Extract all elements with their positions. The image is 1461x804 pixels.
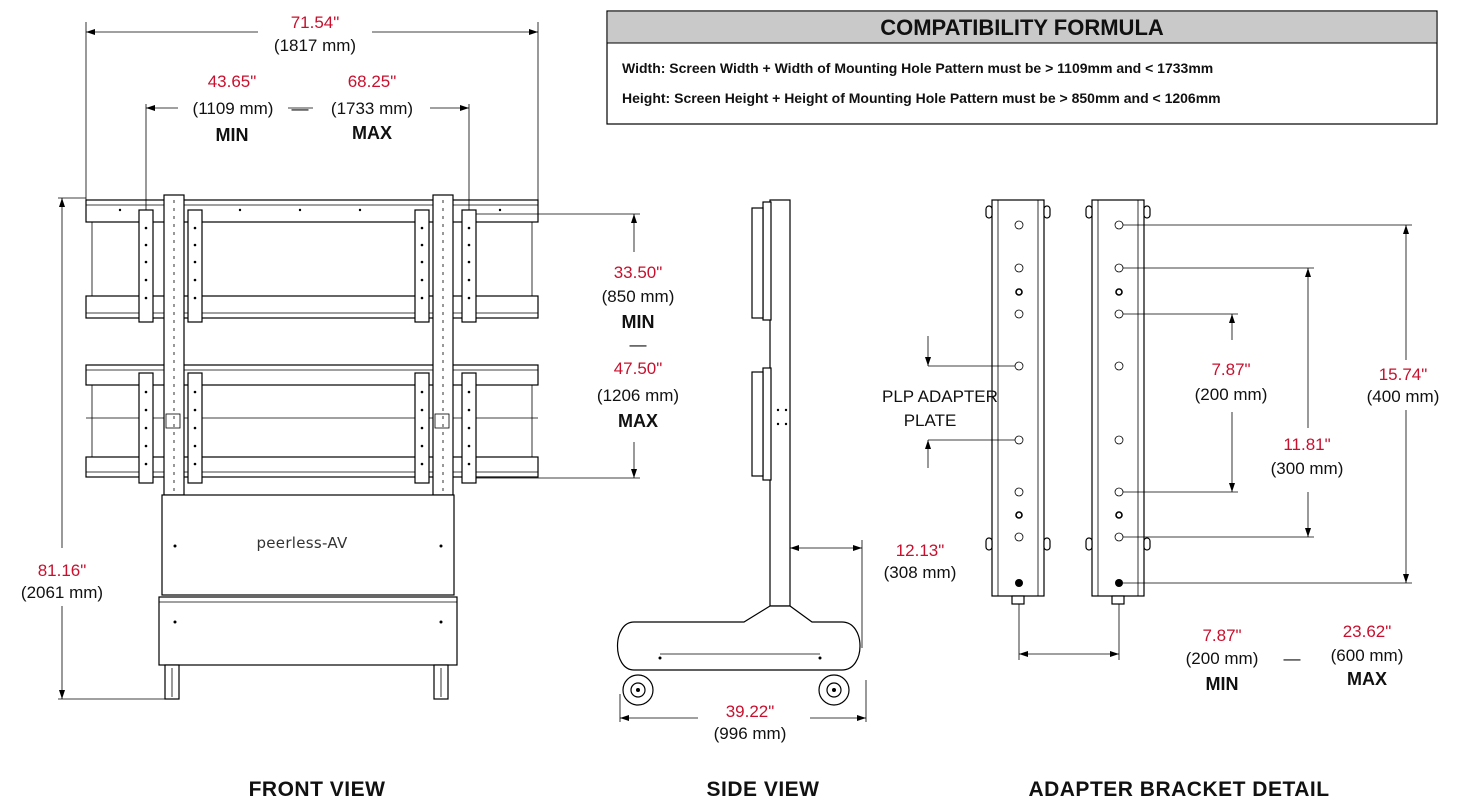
overall-height-mm: (2061 mm)	[21, 583, 103, 602]
adapter-detail-caption: ADAPTER BRACKET DETAIL	[1028, 778, 1329, 801]
height-range-dash: —	[630, 335, 647, 354]
width-range-dash: —	[292, 99, 309, 118]
bracket-min-label: MIN	[1206, 674, 1239, 694]
adapter-bracket-drawing	[985, 199, 1151, 605]
max-width-label: MAX	[352, 123, 392, 143]
bracket-max-mm: (600 mm)	[1331, 646, 1404, 665]
compatibility-formula-box: COMPATIBILITY FORMULA Width: Screen Widt…	[606, 10, 1438, 125]
front-view-drawing: peerless-AV	[85, 194, 539, 700]
max-height-inches: 47.50"	[614, 359, 663, 378]
d300-mm: (300 mm)	[1271, 459, 1344, 478]
bracket-max-label: MAX	[1347, 669, 1387, 689]
max-height-label: MAX	[618, 411, 658, 431]
overall-width-mm: (1817 mm)	[274, 36, 356, 55]
min-height-mm: (850 mm)	[602, 287, 675, 306]
side-view-dimensions	[619, 540, 867, 722]
overall-width-inches: 71.54"	[291, 13, 340, 32]
overall-height-inches: 81.16"	[38, 561, 87, 580]
d200-mm: (200 mm)	[1195, 385, 1268, 404]
bracket-min-mm: (200 mm)	[1186, 649, 1259, 668]
min-width-inches: 43.65"	[208, 72, 257, 91]
plp-adapter-label-line1: PLP ADAPTER	[882, 387, 998, 406]
min-height-inches: 33.50"	[614, 263, 663, 282]
bracket-range-dash: —	[1284, 649, 1301, 668]
formula-width-line: Width: Screen Width + Width of Mounting …	[622, 60, 1213, 76]
d200-inches: 7.87"	[1211, 360, 1250, 379]
side-depth-inches: 12.13"	[896, 541, 945, 560]
bracket-max-inches: 23.62"	[1343, 622, 1392, 641]
adapter-bracket-dimensions	[925, 224, 1412, 660]
d400-inches: 15.74"	[1379, 365, 1428, 384]
side-view-drawing	[616, 199, 861, 706]
max-width-mm: (1733 mm)	[331, 99, 413, 118]
base-width-mm: (996 mm)	[714, 724, 787, 743]
max-width-inches: 68.25"	[348, 72, 397, 91]
peerless-av-logo: peerless-AV	[256, 534, 348, 552]
base-width-inches: 39.22"	[726, 702, 775, 721]
min-width-mm: (1109 mm)	[193, 99, 274, 118]
bracket-min-inches: 7.87"	[1202, 626, 1241, 645]
formula-height-line: Height: Screen Height + Height of Mounti…	[622, 90, 1221, 106]
plp-adapter-label-line2: PLATE	[904, 411, 957, 430]
side-depth-mm: (308 mm)	[884, 563, 957, 582]
side-view-caption: SIDE VIEW	[706, 778, 819, 801]
max-height-mm: (1206 mm)	[597, 386, 679, 405]
min-width-label: MIN	[216, 125, 249, 145]
front-view-caption: FRONT VIEW	[249, 778, 386, 801]
d400-mm: (400 mm)	[1367, 387, 1440, 406]
d300-inches: 11.81"	[1283, 435, 1330, 454]
min-height-label: MIN	[622, 312, 655, 332]
front-view-dimensions	[58, 22, 640, 700]
formula-title: COMPATIBILITY FORMULA	[880, 15, 1164, 40]
